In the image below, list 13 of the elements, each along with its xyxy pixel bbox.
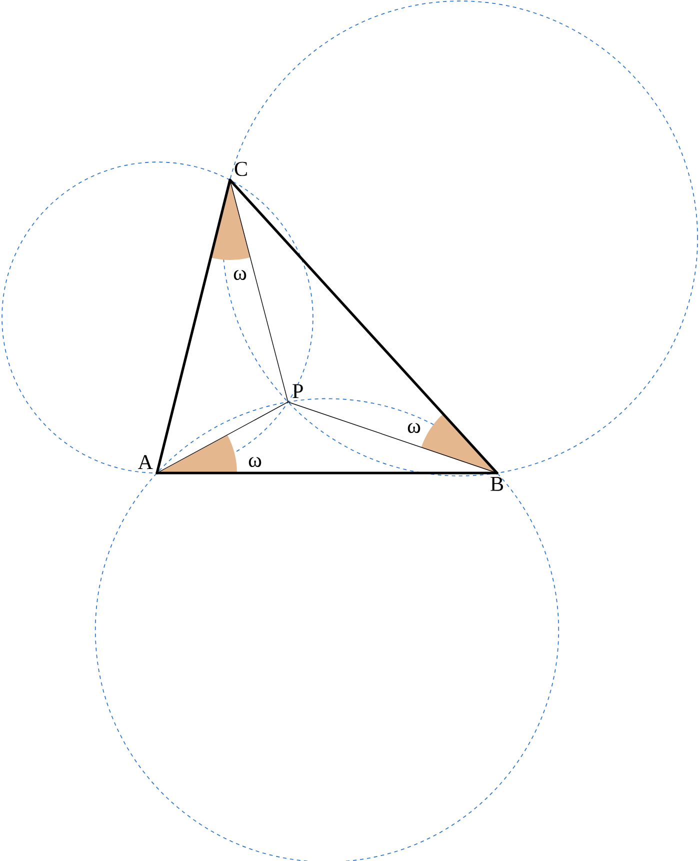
point-label: C xyxy=(234,162,247,176)
angle-label: ω xyxy=(234,270,246,280)
angle-label: ω xyxy=(248,456,262,468)
angle-label: ω xyxy=(408,422,420,434)
line-segment xyxy=(288,402,498,474)
line-segment xyxy=(230,180,288,402)
line-segment xyxy=(156,472,498,474)
line-segment xyxy=(228,178,498,474)
point-label: B xyxy=(490,476,504,491)
line-segment xyxy=(156,402,288,474)
point-label: A xyxy=(138,455,153,469)
line-segment xyxy=(156,178,232,474)
point-label: P xyxy=(292,384,303,398)
